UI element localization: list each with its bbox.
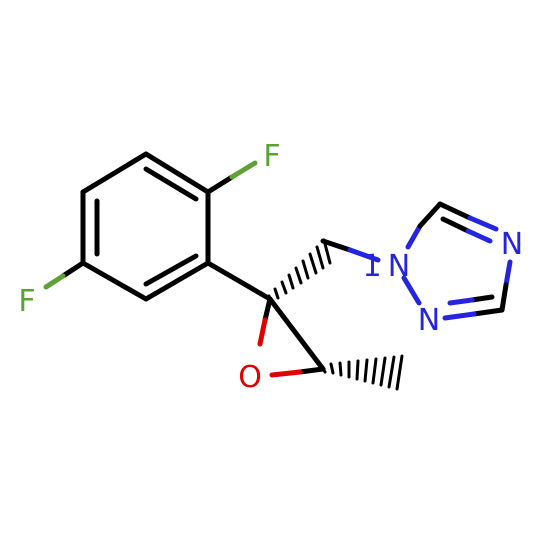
bond-c3-f-left-f-half	[43, 273, 66, 290]
bond-n1-c5-nitrogen-half	[405, 223, 423, 250]
bond-c1-f-top-carbon-half	[205, 174, 235, 195]
bond-ring-c2-c3	[80, 151, 149, 195]
bond-c1-f-top-f-half	[229, 160, 258, 180]
hashed-wedge-to-methylene	[267, 238, 332, 305]
atom-o-epoxide: O	[238, 360, 262, 395]
bond-epoxide-c2-o-oxygen-half	[257, 317, 268, 347]
bond-c5-n4-inner-carbon-half	[440, 216, 471, 234]
bond-ring-c1-c2	[143, 151, 211, 195]
bond-c5-n4-carbon-half	[437, 201, 473, 221]
bond-epoxide-c2-o-carbon-half	[262, 296, 273, 323]
bond-n4-c3-carbon-half	[499, 282, 509, 313]
bond-ring-to-epoxide-carbon	[205, 260, 273, 302]
epoxide-ring: O	[238, 296, 326, 395]
atom-n1: N	[388, 249, 410, 284]
bond-epoxide-c3-o-carbon-half	[297, 366, 326, 375]
bond-c3-n2-inner-carbon-half	[469, 294, 495, 303]
bond-c5-n4-inner-nitrogen-half	[465, 228, 493, 244]
bond-c3-n2-inner-nitrogen-half	[447, 297, 475, 306]
bond-n2-n1	[401, 275, 422, 306]
hashed-wedge-to-methyl	[320, 354, 404, 391]
atom-f-left: F	[18, 284, 35, 319]
fluorine-substituents: F F	[18, 139, 280, 319]
bond-epoxide-c-c	[267, 296, 326, 372]
bond-ring-c5-c6	[143, 260, 211, 302]
atom-n4: N	[501, 227, 523, 262]
bond-n1-c5-carbon-half	[417, 201, 443, 229]
bond-n4-c3-nitrogen-half	[503, 259, 513, 288]
bond-c3-n2-carbon-half	[471, 307, 505, 317]
bond-c5-n4-nitrogen-half	[467, 215, 499, 232]
bond-epoxide-c3-o-oxygen-half	[269, 369, 303, 378]
bond-ring-inner-c1-c2	[143, 166, 199, 202]
bond-methylene-n1-nitrogen-half	[347, 247, 381, 263]
benzene-ring	[80, 151, 211, 302]
bond-ring-c4-c5	[80, 260, 149, 302]
bond-c3-f-left-carbon-half	[60, 260, 86, 279]
bond-ring-inner-c5-c6	[143, 253, 199, 287]
bond-c3-n2-nitrogen-half	[442, 311, 477, 321]
atom-n2: N	[418, 303, 440, 338]
bond-methylene-n1-carbon-half	[320, 238, 353, 253]
triazole-ring: N 1 N N	[362, 201, 523, 338]
atom-f-top: F	[263, 139, 280, 174]
atom-n1-locant: 1	[362, 249, 381, 284]
